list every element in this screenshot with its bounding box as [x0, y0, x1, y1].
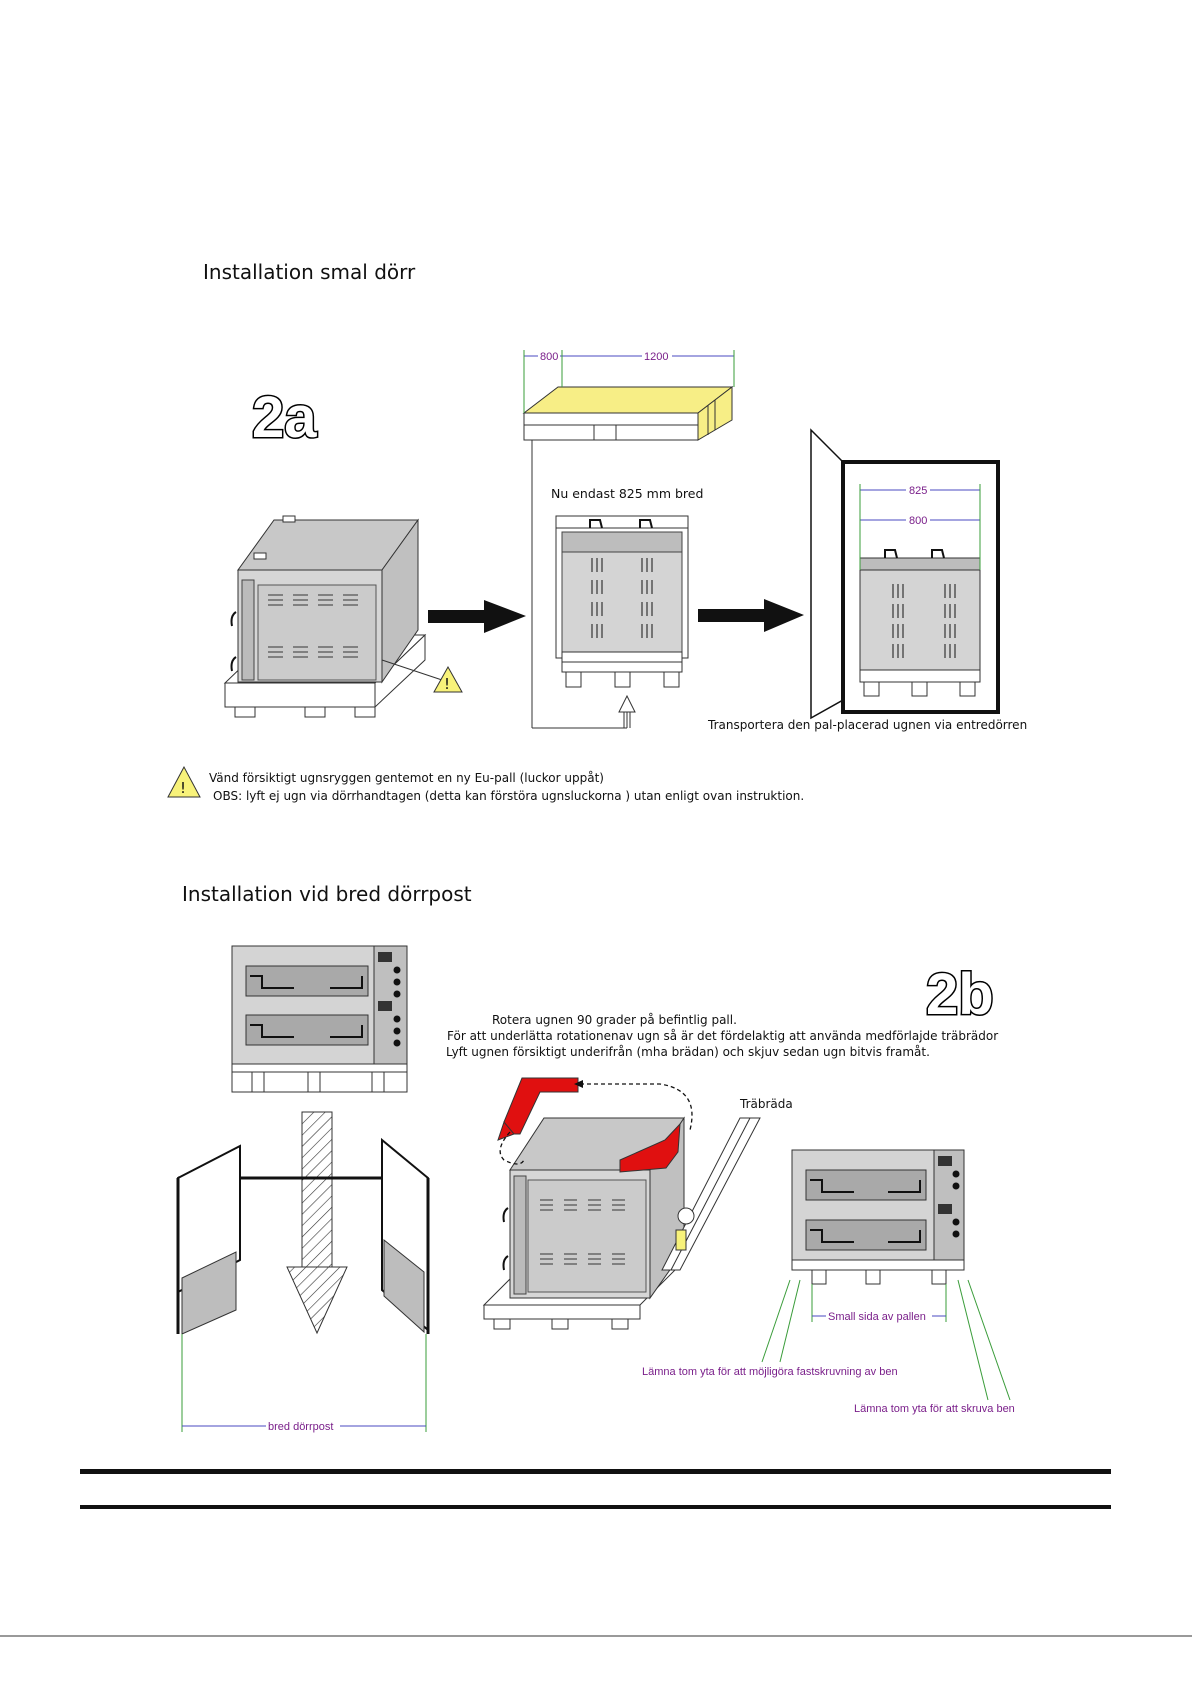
flow-arrow-1	[428, 600, 526, 633]
badge-2b: 2b	[926, 962, 994, 1027]
door-dim-800: 800	[909, 515, 927, 527]
rotate-line-3: Lyft ugnen försiktigt underifrån (mha br…	[446, 1045, 930, 1059]
board-label: Träbräda	[739, 1097, 793, 1111]
warning-line-2: OBS: lyft ej ugn via dörrhandtagen (dett…	[213, 789, 804, 803]
svg-text:!: !	[180, 779, 186, 797]
pallet-dim-800: 800	[540, 351, 558, 363]
right-oven-drawing	[761, 1149, 1011, 1401]
space-label-1: Lämna tom yta för att möjligöra fastskru…	[642, 1366, 898, 1378]
space-label-2: Lämna tom yta för att skruva ben	[854, 1403, 1015, 1415]
badge-2a: 2a	[252, 385, 317, 450]
eu-pallet-drawing	[522, 385, 734, 441]
warning-line-1: Vänd försiktigt ugnsryggen gentemot en n…	[209, 771, 604, 785]
door-dim-825: 825	[909, 485, 927, 497]
rotating-oven-drawing	[482, 1077, 761, 1330]
oven-on-pallet-drawing	[223, 515, 443, 718]
rotate-line-2: För att underlätta rotationenav ugn så ä…	[447, 1029, 998, 1043]
svg-text:!: !	[444, 675, 450, 693]
hatched-down-arrow	[286, 1111, 348, 1335]
door-frame-drawing	[810, 428, 1000, 720]
warning-icon-diagram: !	[433, 665, 463, 693]
warning-icon: !	[167, 765, 201, 798]
narrow-width-note: Nu endast 825 mm bred	[551, 486, 703, 501]
pallet-dim-1200: 1200	[644, 351, 668, 363]
flow-arrow-2	[698, 599, 804, 632]
narrow-oven-drawing	[531, 440, 689, 729]
section-a-heading: Installation smal dörr	[203, 260, 416, 284]
section-b-heading: Installation vid bred dörrpost	[182, 882, 472, 906]
front-oven-drawing	[231, 945, 408, 1093]
footer-rules	[0, 1469, 1192, 1637]
rotate-line-1: Rotera ugnen 90 grader på befintlig pall…	[492, 1013, 737, 1027]
wide-door-frame-drawing	[176, 1137, 430, 1432]
wide-door-label: bred dörrpost	[268, 1421, 333, 1433]
transport-note: Transportera den pal-placerad ugnen via …	[707, 718, 1027, 732]
small-side-label: Small sida av pallen	[828, 1311, 926, 1323]
pallet-dimensions: 800 1200	[523, 349, 735, 413]
